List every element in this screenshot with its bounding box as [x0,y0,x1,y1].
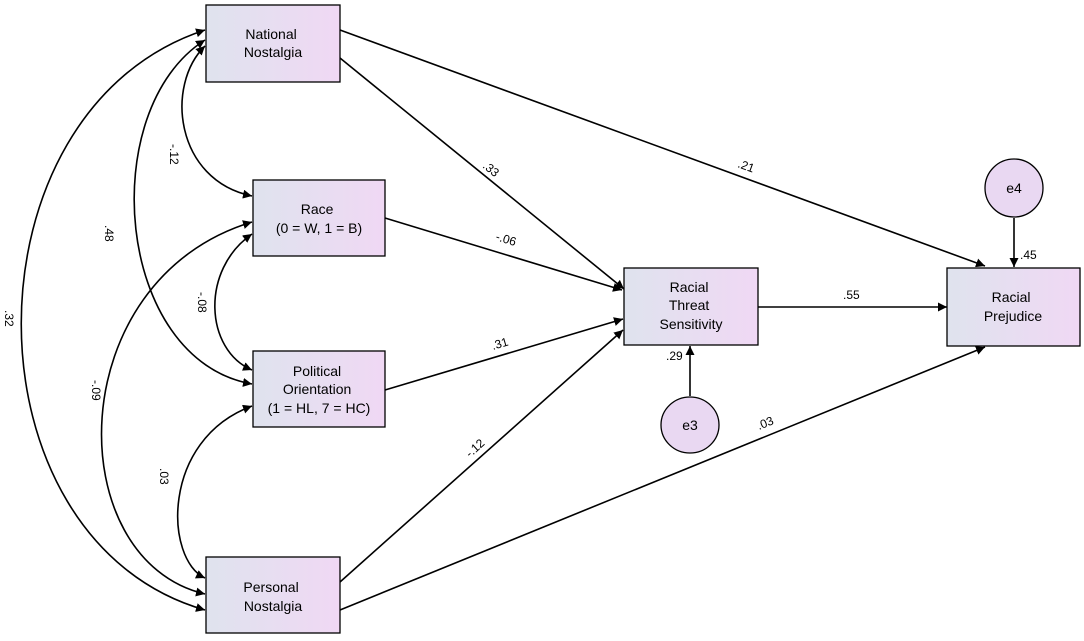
node-error-e3: e3 [660,396,720,454]
cov-national-personal [20,28,206,612]
path-race-to-threat [384,217,623,292]
node-racial-prejudice: Racial Prejudice [946,267,1081,347]
cov-race-personal [100,220,253,597]
cov-race-political [214,233,253,371]
path-coefficients: .33 .21 -.06 .31 -.12 .03 .55 .29 .45 -.… [2,144,1037,485]
node-political-orientation: Political Orientation (1 = HL, 7 = HC) [252,350,386,428]
node-political-orientation-label: Political Orientation (1 = HL, 7 = HC) [268,363,371,416]
r2-prejudice: .45 [1020,248,1037,262]
coef-cov-political-personal: .03 [157,468,171,485]
node-national-nostalgia: National Nostalgia [205,4,341,83]
node-personal-nostalgia: Personal Nostalgia [205,556,341,634]
path-personal-to-prejudice [339,346,986,611]
coef-cov-national-political: .48 [102,225,116,242]
coef-political-threat: .31 [490,335,510,353]
node-personal-nostalgia-label: Personal Nostalgia [243,579,302,614]
coef-cov-national-personal: .32 [2,310,16,327]
path-personal-to-threat [339,329,624,583]
directed-paths [339,29,1019,611]
covariance-arcs [20,28,253,612]
path-political-to-threat [384,317,624,391]
coef-threat-prejudice: .55 [843,288,860,302]
node-error-e4-label: e4 [1006,180,1022,196]
node-error-e3-label: e3 [682,417,698,433]
coef-personal-prejudice: .03 [755,413,776,432]
node-national-nostalgia-label: National Nostalgia [244,26,303,60]
r2-threat: .29 [666,349,683,363]
coef-race-threat: -.06 [494,229,518,249]
node-racial-threat-sensitivity-label: Racial Threat Sensitivity [659,279,722,332]
coef-national-threat: .33 [480,158,502,180]
node-race: Race (0 = W, 1 = B) [252,179,386,257]
coef-national-prejudice: .21 [736,157,757,176]
coef-cov-race-personal: -.09 [89,380,103,401]
coef-cov-national-race: -.12 [167,144,181,165]
node-race-label: Race (0 = W, 1 = B) [276,201,362,236]
node-racial-threat-sensitivity: Racial Threat Sensitivity [623,267,759,346]
path-national-to-threat [339,57,625,290]
coef-cov-race-political: -.08 [195,292,209,313]
coef-personal-threat: -.12 [463,436,488,460]
cov-national-political [133,39,253,387]
path-national-to-prejudice [339,29,986,268]
cov-political-personal [176,404,253,579]
node-error-e4: e4 [984,158,1044,218]
node-racial-prejudice-label: Racial Prejudice [984,289,1043,324]
